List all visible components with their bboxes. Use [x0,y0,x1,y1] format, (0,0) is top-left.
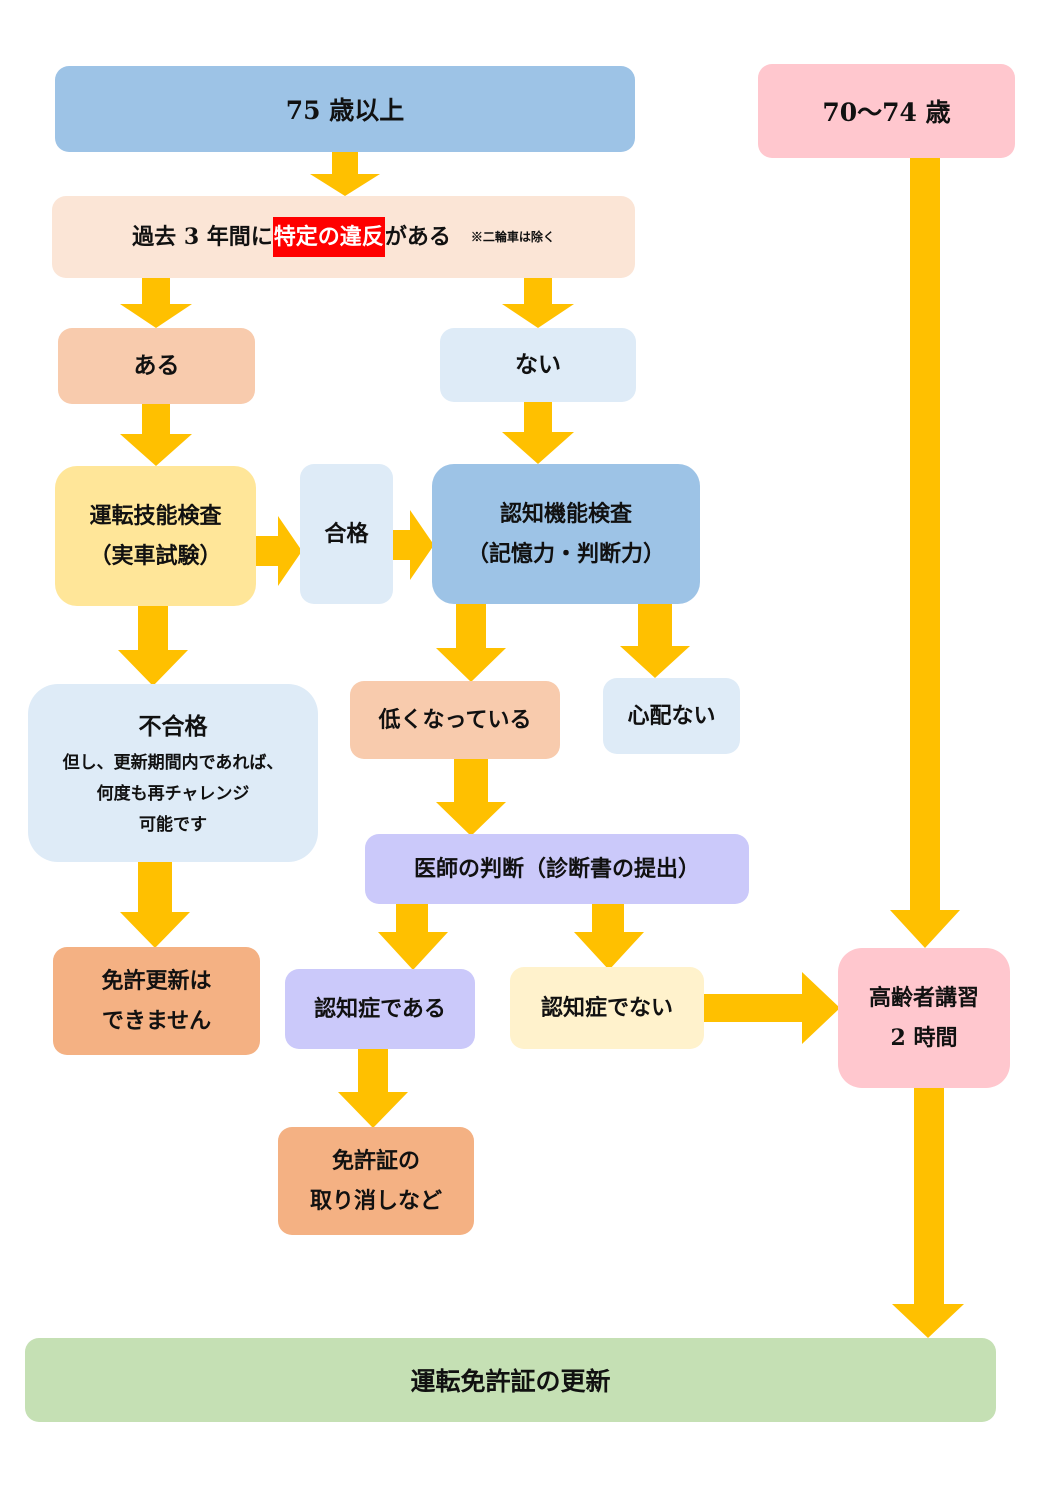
cognitive-test-line2: （記憶力・判断力） [466,541,665,567]
revoke-line2: 取り消しなど [309,1188,442,1214]
node-dementia-yes: 認知症である [285,969,475,1049]
node-age-70-74: 70〜74 歳 [758,64,1015,158]
node-doctor-judgment-label: 医師の判断（診断書の提出） [413,856,700,882]
course-line2: 2 時間 [890,1025,958,1051]
driving-test-line2: （実車試験） [89,543,222,569]
arrow-no-to-cognitive-test [502,400,574,464]
arrow-dementia-yes-to-revoke [338,1048,408,1128]
arrow-driving-test-to-fail [118,604,188,686]
violation-highlight: 特定の違反 [272,217,385,257]
node-elderly-course: 高齢者講習 2 時間 [838,948,1010,1088]
node-declined: 低くなっている [350,681,560,759]
node-dementia-yes-label: 認知症である [314,996,446,1022]
arrow-doctor-to-dementia-no [574,902,644,970]
node-fail: 不合格 但し、更新期間内であれば、 何度も再チャレンジ 可能です [28,684,318,862]
arrow-violation-to-no [502,278,574,328]
node-cannot-renew: 免許更新は できません [53,947,260,1055]
arrow-age75-to-violation [310,152,380,196]
arrow-pass-to-cognitive-test [392,510,434,580]
arrow-cognitive-to-no-concern [620,602,690,678]
node-no-concern-label: 心配ない [627,703,716,729]
node-pass: 合格 [300,464,393,604]
arrow-course-to-renewal [892,1086,964,1338]
node-yes-label: ある [133,352,180,379]
node-no-concern: 心配ない [603,678,740,754]
node-violation-question: 過去 3 年間に 特定の違反 がある ※二輪車は除く [52,196,635,278]
violation-prefix: 過去 3 年間に [132,224,273,250]
arrow-age70-to-course [890,158,960,948]
node-age-75-plus-label: 75 歳以上 [285,96,405,125]
node-yes: ある [58,328,255,404]
node-license-revocation: 免許証の 取り消しなど [278,1127,474,1235]
arrow-doctor-to-dementia-yes [378,902,448,970]
node-doctor-judgment: 医師の判断（診断書の提出） [365,834,749,904]
node-cognitive-test: 認知機能検査 （記憶力・判断力） [432,464,700,604]
cannot-renew-line2: できません [101,1008,212,1034]
arrow-driving-test-to-pass [254,516,302,586]
node-age-70-74-label: 70〜74 歳 [822,98,951,127]
node-no: ない [440,328,636,402]
driving-test-line1: 運転技能検査 [89,503,222,529]
arrow-cognitive-to-declined [436,602,506,682]
node-no-label: ない [515,351,561,378]
node-dementia-no-label: 認知症でない [540,995,673,1021]
fail-note-line1: 但し、更新期間内であれば、 [62,752,284,773]
revoke-line1: 免許証の [331,1148,420,1174]
fail-note-line3: 可能です [139,814,207,835]
cognitive-test-line1: 認知機能検査 [499,501,632,527]
node-declined-label: 低くなっている [378,707,532,733]
node-age-75-plus: 75 歳以上 [55,66,635,152]
course-line1: 高齢者講習 [868,985,979,1011]
arrow-fail-to-cannot-renew [120,860,190,948]
node-driving-skill-test: 運転技能検査 （実車試験） [55,466,256,606]
node-pass-label: 合格 [324,521,369,547]
fail-note-line2: 何度も再チャレンジ [96,783,250,804]
arrow-dementia-no-to-course [702,972,840,1044]
violation-note: ※二輪車は除く [470,230,555,244]
node-license-renewal: 運転免許証の更新 [25,1338,996,1422]
arrow-declined-to-doctor [436,758,506,836]
arrow-yes-to-driving-test [120,404,192,466]
arrow-violation-to-yes [120,278,192,328]
cannot-renew-line1: 免許更新は [101,968,212,994]
violation-suffix: がある [384,224,451,250]
fail-title: 不合格 [138,712,208,740]
node-license-renewal-label: 運転免許証の更新 [410,1367,611,1396]
node-dementia-no: 認知症でない [510,967,704,1049]
